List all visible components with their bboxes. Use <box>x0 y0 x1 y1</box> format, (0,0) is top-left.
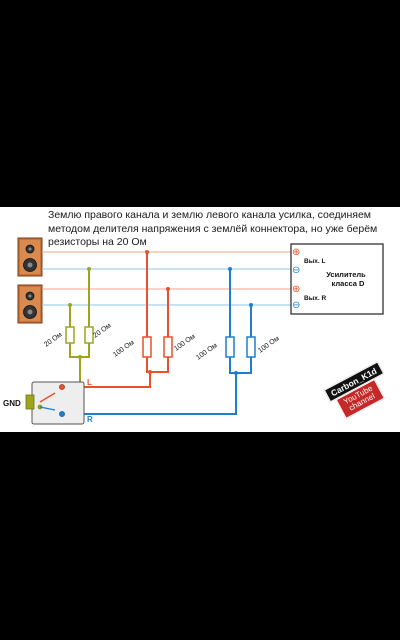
junction-red-3 <box>148 370 152 374</box>
jack-connector <box>25 381 85 425</box>
amp-title-line1: Усилитель <box>326 270 366 279</box>
divider-blue <box>58 269 252 415</box>
amplifier-box <box>290 243 384 315</box>
resistor-label-blue-1: 100 Ом <box>195 342 219 362</box>
resistor-label-left-2: 20 Ом <box>92 322 113 339</box>
amp-out-r-label: Вых. R <box>304 295 326 302</box>
junction-red-1 <box>145 250 149 254</box>
resistor-red-2 <box>163 336 173 358</box>
speaker-top-icon <box>17 237 43 277</box>
resistor-left-1 <box>65 326 75 344</box>
junction-blue-1 <box>228 267 232 271</box>
amp-plus-bottom-icon: ⊕ <box>292 284 300 295</box>
speaker-bottom-icon <box>17 284 43 324</box>
junction-blue-2 <box>249 303 253 307</box>
junction-red-2 <box>166 287 170 291</box>
diagram-caption: Землю правого канала и землю левого кана… <box>48 209 378 249</box>
resistor-blue-1 <box>225 336 235 358</box>
resistor-blue-2 <box>246 336 256 358</box>
junction-olive-2 <box>68 303 72 307</box>
amp-title-line2: класса D <box>332 279 365 288</box>
junction-olive-3 <box>78 355 82 359</box>
resistor-label-blue-2: 100 Ом <box>257 335 281 355</box>
connector-r-label: R <box>87 415 93 424</box>
resistor-label-red-1: 100 Ом <box>112 339 136 359</box>
junction-olive-1 <box>87 267 91 271</box>
resistor-red-1 <box>142 336 152 358</box>
amp-plus-top-icon: ⊕ <box>292 247 300 258</box>
resistor-left-2 <box>84 326 94 344</box>
resistor-label-red-2: 100 Ом <box>173 333 197 353</box>
connector-gnd-label: GND <box>3 399 21 408</box>
diagram-panel: Землю правого канала и землю левого кана… <box>0 207 400 432</box>
amp-minus-bottom-icon: ⊖ <box>292 300 300 311</box>
amp-minus-top-icon: ⊖ <box>292 265 300 276</box>
junction-blue-3 <box>234 371 238 375</box>
wiring-diagram: 20 Ом 20 Ом 100 Ом 100 Ом 100 Ом 100 Ом … <box>3 237 384 425</box>
amp-out-l-label: Вых. L <box>304 258 325 265</box>
connector-l-label: L <box>87 378 92 387</box>
divider-red <box>58 252 169 388</box>
resistor-label-left-1: 20 Ом <box>43 331 64 348</box>
